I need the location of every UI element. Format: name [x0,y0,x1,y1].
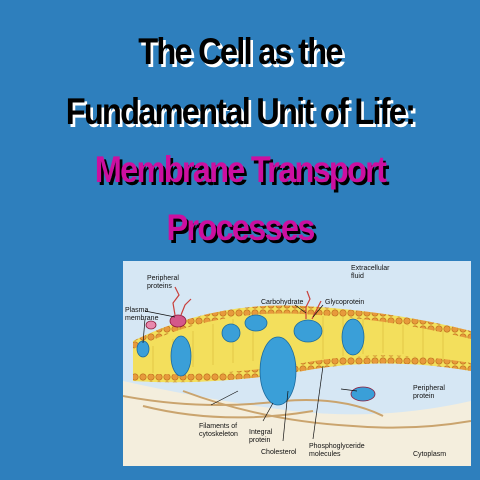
subtitle-line-2: Processes [166,207,315,248]
integral-proteins [136,314,365,406]
subtitle-line-1: Membrane Transport [94,149,387,190]
membrane-illustration [123,286,471,466]
label-leader-lines [142,304,358,442]
label-peripheral-protein: Peripheral protein [413,385,445,400]
label-carbohydrate: Carbohydrate [261,299,304,306]
label-phosphoglyceride-molecules: Phosphoglyceride molecules [309,443,365,458]
title-line-1: The Cell as the [138,31,343,72]
label-plasma-membrane: Plasma membrane [125,307,159,322]
label-cholesterol: Cholesterol [261,449,297,456]
label-filaments-of-cytoskeleton: Filaments of cytoskeleton [199,423,238,438]
cell-membrane-diagram: Extracellular fluid Peripheral proteins … [123,261,471,466]
label-integral-protein: Integral protein [249,429,273,444]
title-line-2: Fundamental Unit of Life: [65,91,416,132]
label-peripheral-proteins: Peripheral proteins [147,275,179,290]
label-cytoplasm: Cytoplasm [413,451,447,458]
inner-lipid-heads [133,355,471,383]
outer-lipid-heads [133,305,471,349]
cytoplasm-region [123,381,471,466]
lipid-tails [152,316,444,373]
label-glycoprotein: Glycoprotein [325,299,365,306]
label-extracellular-fluid: Extracellular fluid [351,265,390,280]
peripheral-proteins [145,314,376,402]
